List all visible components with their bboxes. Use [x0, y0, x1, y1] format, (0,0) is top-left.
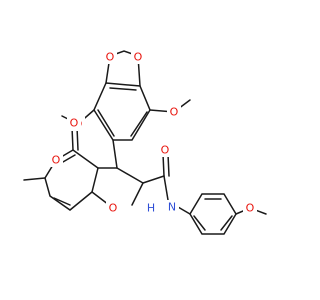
structure-canvas: O O O O O O O O O N H	[23, 50, 267, 235]
bond	[93, 82, 151, 141]
oxygen-atom: O	[109, 202, 118, 215]
bond	[112, 139, 118, 169]
bond	[53, 197, 71, 206]
nitrogen-atom: N	[168, 201, 176, 214]
molecule-structure: O O O O O O O O O N H	[23, 50, 267, 235]
bonds	[23, 50, 267, 235]
bond	[130, 111, 148, 137]
oxygen-atom: O	[134, 51, 143, 64]
oxygen-atom: O	[106, 51, 115, 64]
atom-labels: O O O O O O O O O N H	[49, 50, 257, 215]
bond	[163, 175, 169, 201]
oxygen-atom: O	[70, 117, 79, 130]
bond	[23, 177, 46, 181]
oxygen-atom: O	[161, 144, 170, 157]
bond	[116, 167, 144, 206]
bond	[162, 153, 165, 177]
bond	[189, 193, 237, 235]
bond	[193, 215, 206, 231]
bond	[167, 153, 170, 177]
bond	[97, 109, 115, 137]
bond	[177, 206, 191, 215]
bond	[109, 87, 137, 91]
bond	[91, 167, 118, 193]
bond	[142, 175, 165, 184]
oxygen-atom: O	[52, 154, 61, 167]
hydrogen-atom: H	[147, 202, 155, 215]
oxygen-atom: O	[170, 106, 179, 119]
bond	[220, 215, 233, 231]
oxygen-atom: O	[246, 202, 255, 215]
